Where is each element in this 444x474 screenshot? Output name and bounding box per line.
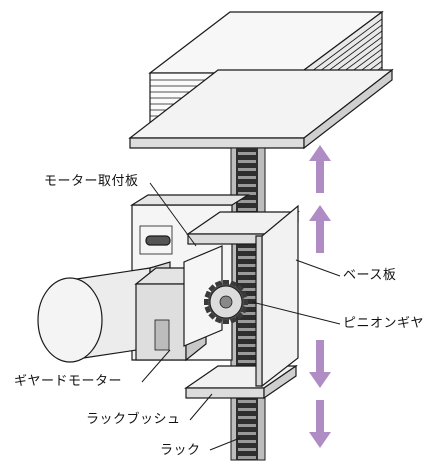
label-pinion-gear: ピニオンギヤ xyxy=(343,316,425,332)
label-base-plate: ベース板 xyxy=(343,268,397,284)
pinion-gear-shape xyxy=(204,280,248,324)
geared-motor-body xyxy=(37,261,171,363)
up-arrow-upper xyxy=(309,145,331,193)
top-tray-plate xyxy=(128,68,394,150)
label-rack: ラック xyxy=(160,443,201,459)
motion-arrows xyxy=(309,145,331,448)
motor-flange-plate xyxy=(183,245,223,347)
label-motor-mount-plate: モーター取付板 xyxy=(44,174,139,190)
label-geared-motor: ギヤードモーター xyxy=(14,374,123,390)
base-plate-shape xyxy=(255,204,299,388)
up-arrow-lower xyxy=(309,205,331,253)
down-arrow-upper xyxy=(309,340,331,388)
down-arrow-lower xyxy=(309,400,331,448)
leader-lines xyxy=(141,182,341,451)
label-rack-bush: ラックブッシュ xyxy=(86,412,181,428)
